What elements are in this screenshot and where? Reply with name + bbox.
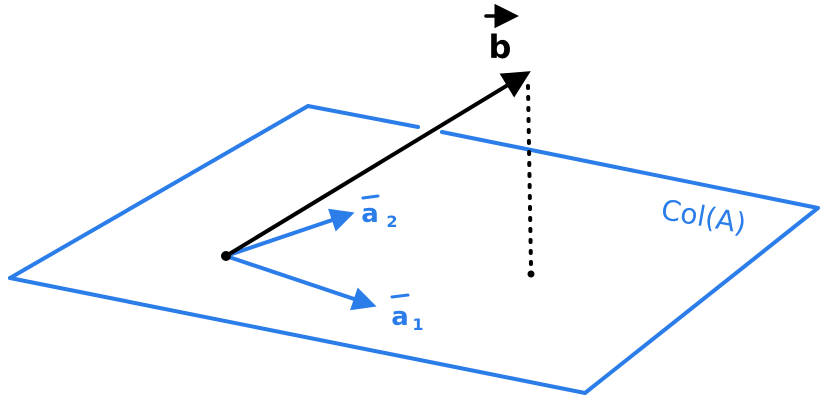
plane-edge-back-right xyxy=(8,130,820,395)
a1-overline xyxy=(390,293,410,299)
a2-subscript: 2 xyxy=(386,212,397,231)
b-label-text: b xyxy=(489,28,512,66)
plane-label-col-a: Col(A) xyxy=(659,193,749,240)
a1-subscript: 1 xyxy=(412,315,423,334)
projection-drop-line xyxy=(526,84,533,270)
plane-edge-left-back xyxy=(8,104,420,280)
vector-a2 xyxy=(224,208,355,258)
a2-label-text: a xyxy=(361,199,379,229)
a1-label-text: a xyxy=(391,302,409,332)
label-a2: a 2 xyxy=(361,194,398,231)
vector-a1 xyxy=(224,254,377,311)
label-b: b xyxy=(484,3,519,66)
projection-foot-point xyxy=(527,270,535,278)
label-a1: a 1 xyxy=(390,293,424,334)
a2-overline xyxy=(361,194,380,200)
vector-b xyxy=(224,71,531,258)
column-space-plane xyxy=(8,104,820,395)
origin-point xyxy=(221,251,231,261)
